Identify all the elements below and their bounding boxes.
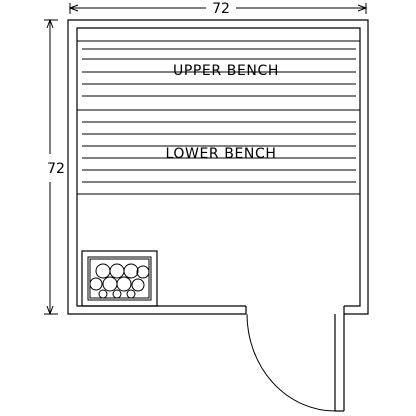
door-swing-arc	[246, 313, 336, 412]
upper-bench-label: UPPER BENCH	[173, 63, 279, 79]
depth-dimension: 72	[44, 18, 65, 316]
sauna-heater-icon	[81, 250, 158, 307]
width-dimension-label: 72	[212, 1, 230, 17]
door	[246, 313, 345, 412]
depth-dimension-label: 72	[47, 161, 65, 177]
width-dimension: 72	[68, 1, 368, 17]
benches: UPPER BENCH LOWER BENCH	[77, 40, 360, 195]
lower-bench-label: LOWER BENCH	[165, 146, 276, 162]
heater-stones	[89, 263, 150, 299]
